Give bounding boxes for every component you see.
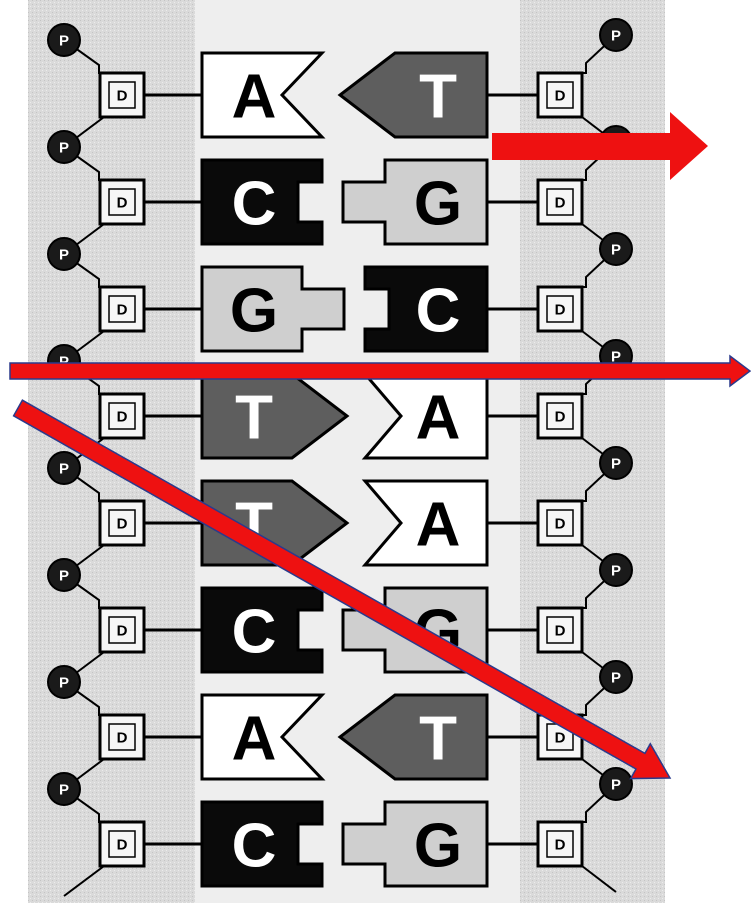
- sugar-left-label: D: [117, 409, 128, 426]
- phosphate-left-label: P: [59, 247, 69, 264]
- sugar-left-label: D: [117, 516, 128, 533]
- base-T-left-label: T: [235, 384, 273, 453]
- sugar-right-label: D: [555, 302, 566, 319]
- sugar-left-label: D: [117, 195, 128, 212]
- base-C-right-label: C: [416, 277, 461, 346]
- phosphate-left-label: P: [59, 568, 69, 585]
- base-A-right-label: A: [416, 491, 461, 560]
- base-C-left-label: C: [232, 170, 277, 239]
- base-G-right-label: G: [414, 170, 462, 239]
- phosphate-left-label: P: [59, 782, 69, 799]
- sugar-right-label: D: [555, 730, 566, 747]
- sugar-left-label: D: [117, 302, 128, 319]
- base-A-left-label: A: [232, 63, 277, 132]
- phosphate-left-label: P: [59, 675, 69, 692]
- sugar-right-label: D: [555, 516, 566, 533]
- sugar-left-label: D: [117, 837, 128, 854]
- base-T-right-label: T: [419, 705, 457, 774]
- phosphate-left-label: P: [59, 140, 69, 157]
- sugar-right-label: D: [555, 623, 566, 640]
- base-G-right-label: G: [414, 812, 462, 881]
- phosphate-right-label: P: [611, 563, 621, 580]
- base-T-right-label: T: [419, 63, 457, 132]
- base-G-left-label: G: [230, 277, 278, 346]
- sugar-right-label: D: [555, 409, 566, 426]
- phosphate-right-label: P: [611, 670, 621, 687]
- phosphate-left-label: P: [59, 461, 69, 478]
- sugar-right-label: D: [555, 837, 566, 854]
- sugar-left-label: D: [117, 88, 128, 105]
- sugar-left-label: D: [117, 623, 128, 640]
- phosphate-right-label: P: [611, 242, 621, 259]
- base-A-right-label: A: [416, 384, 461, 453]
- phosphate-right-label: P: [611, 28, 621, 45]
- base-C-left-label: C: [232, 598, 277, 667]
- sugar-left-label: D: [117, 730, 128, 747]
- phosphate-right-label: P: [611, 777, 621, 794]
- phosphate-left-label: P: [59, 33, 69, 50]
- base-A-left-label: A: [232, 705, 277, 774]
- sugar-right-label: D: [555, 195, 566, 212]
- sugar-right-label: D: [555, 88, 566, 105]
- base-C-left-label: C: [232, 812, 277, 881]
- phosphate-right-label: P: [611, 456, 621, 473]
